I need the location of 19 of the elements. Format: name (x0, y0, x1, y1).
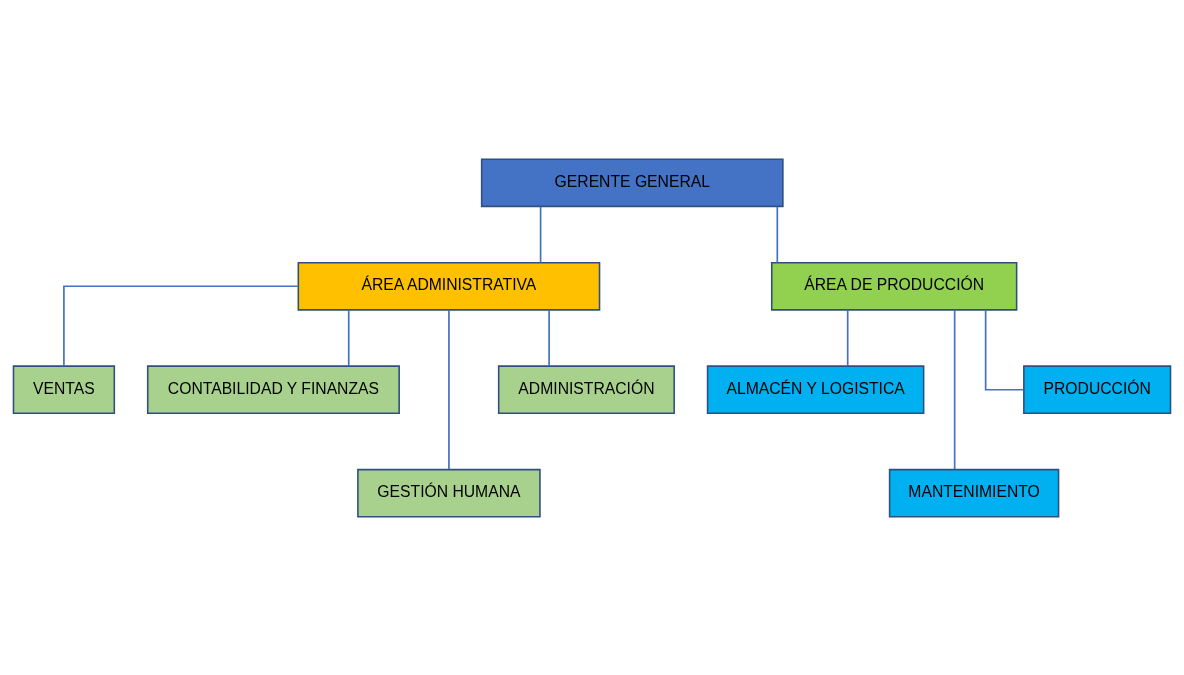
connector (984, 308, 1025, 391)
node-box: GESTIÓN HUMANA (357, 468, 541, 518)
connector (548, 308, 550, 367)
node-box: GERENTE GENERAL (480, 157, 784, 207)
node-box: ADMINISTRACIÓN (497, 364, 675, 414)
connector (63, 284, 299, 367)
node-box: PRODUCCIÓN (1023, 364, 1172, 414)
connector (347, 308, 350, 367)
connector (846, 308, 849, 367)
connector (776, 205, 779, 263)
node-box: ÁREA DE PRODUCCIÓN (770, 261, 1018, 311)
connector (539, 205, 542, 263)
node-box: ÁREA ADMINISTRATIVA (297, 261, 601, 311)
node-box: VENTAS (12, 364, 116, 414)
connector (448, 308, 450, 470)
node-box: MANTENIMIENTO (888, 468, 1060, 518)
node-box: ALMACÉN Y LOGISTICA (706, 364, 925, 414)
connector (953, 308, 956, 470)
node-box: CONTABILIDAD Y FINANZAS (146, 364, 400, 414)
